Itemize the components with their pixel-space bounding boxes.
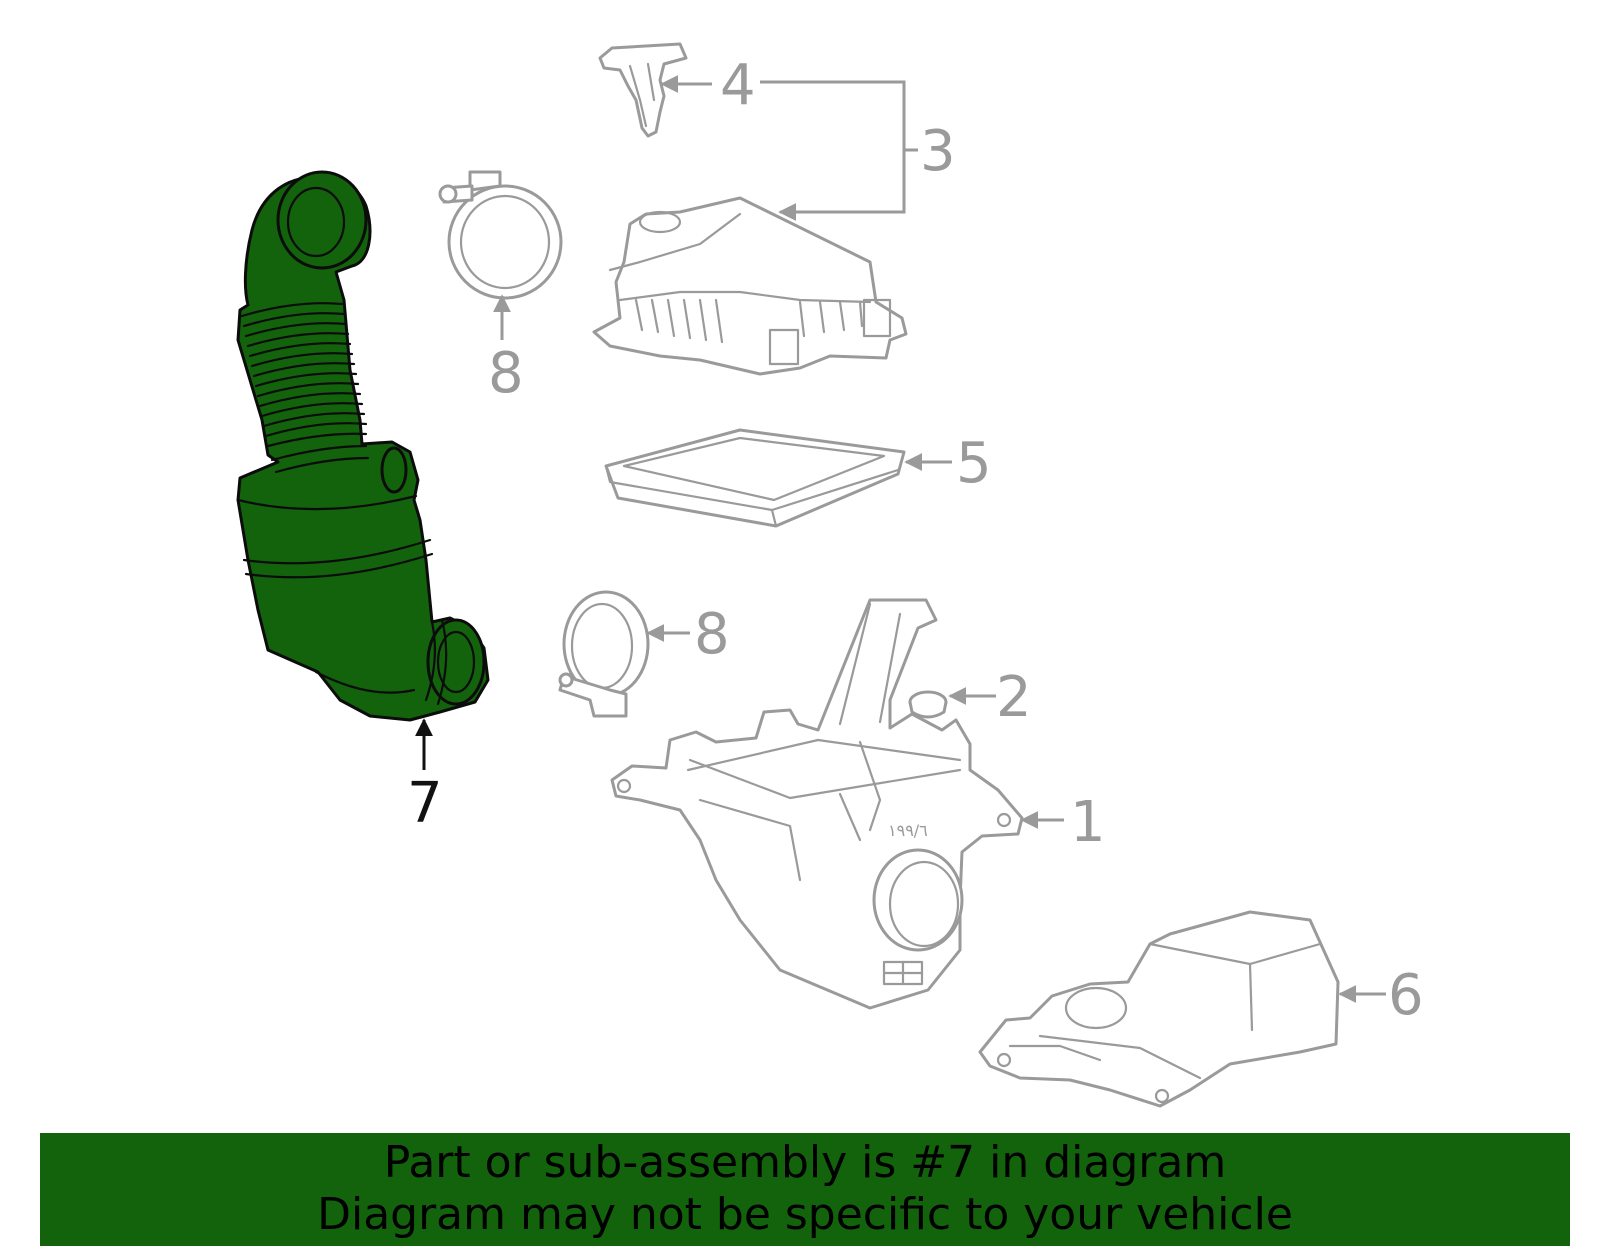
banner-line-disclaimer: Diagram may not be specific to your vehi… xyxy=(317,1189,1293,1240)
parts-diagram: 7 4 3 8 5 xyxy=(236,42,1424,1108)
callout-8a[interactable]: 8 xyxy=(488,341,524,406)
part-7-intake-hose[interactable] xyxy=(236,170,490,722)
part-5-air-filter[interactable] xyxy=(604,428,906,528)
disclaimer-banner: Part or sub-assembly is #7 in diagram Di… xyxy=(40,1133,1570,1246)
part-8-clamp-upper[interactable] xyxy=(438,170,563,300)
part-2-grommet[interactable] xyxy=(908,690,948,719)
leader-3 xyxy=(760,80,906,221)
part-4-maf-sensor[interactable] xyxy=(598,42,688,138)
callout-7[interactable]: 7 xyxy=(407,771,443,836)
banner-line-part-number: Part or sub-assembly is #7 in diagram xyxy=(383,1137,1227,1188)
part-3-air-cleaner-cover[interactable] xyxy=(592,196,908,376)
callout-1[interactable]: 1 xyxy=(1070,790,1106,855)
callout-8b[interactable]: 8 xyxy=(694,602,730,667)
callout-4[interactable]: 4 xyxy=(720,53,756,118)
part-1-air-cleaner-housing[interactable]: ۱٩٩/٦ xyxy=(610,598,1024,1010)
callout-2[interactable]: 2 xyxy=(996,665,1032,730)
svg-text:۱٩٩/٦: ۱٩٩/٦ xyxy=(888,821,928,840)
part-6-air-inlet-duct[interactable] xyxy=(978,910,1340,1108)
part-8-clamp-lower[interactable] xyxy=(558,590,650,718)
callout-5[interactable]: 5 xyxy=(956,431,992,496)
callout-3[interactable]: 3 xyxy=(920,119,956,184)
callout-6[interactable]: 6 xyxy=(1388,963,1424,1028)
